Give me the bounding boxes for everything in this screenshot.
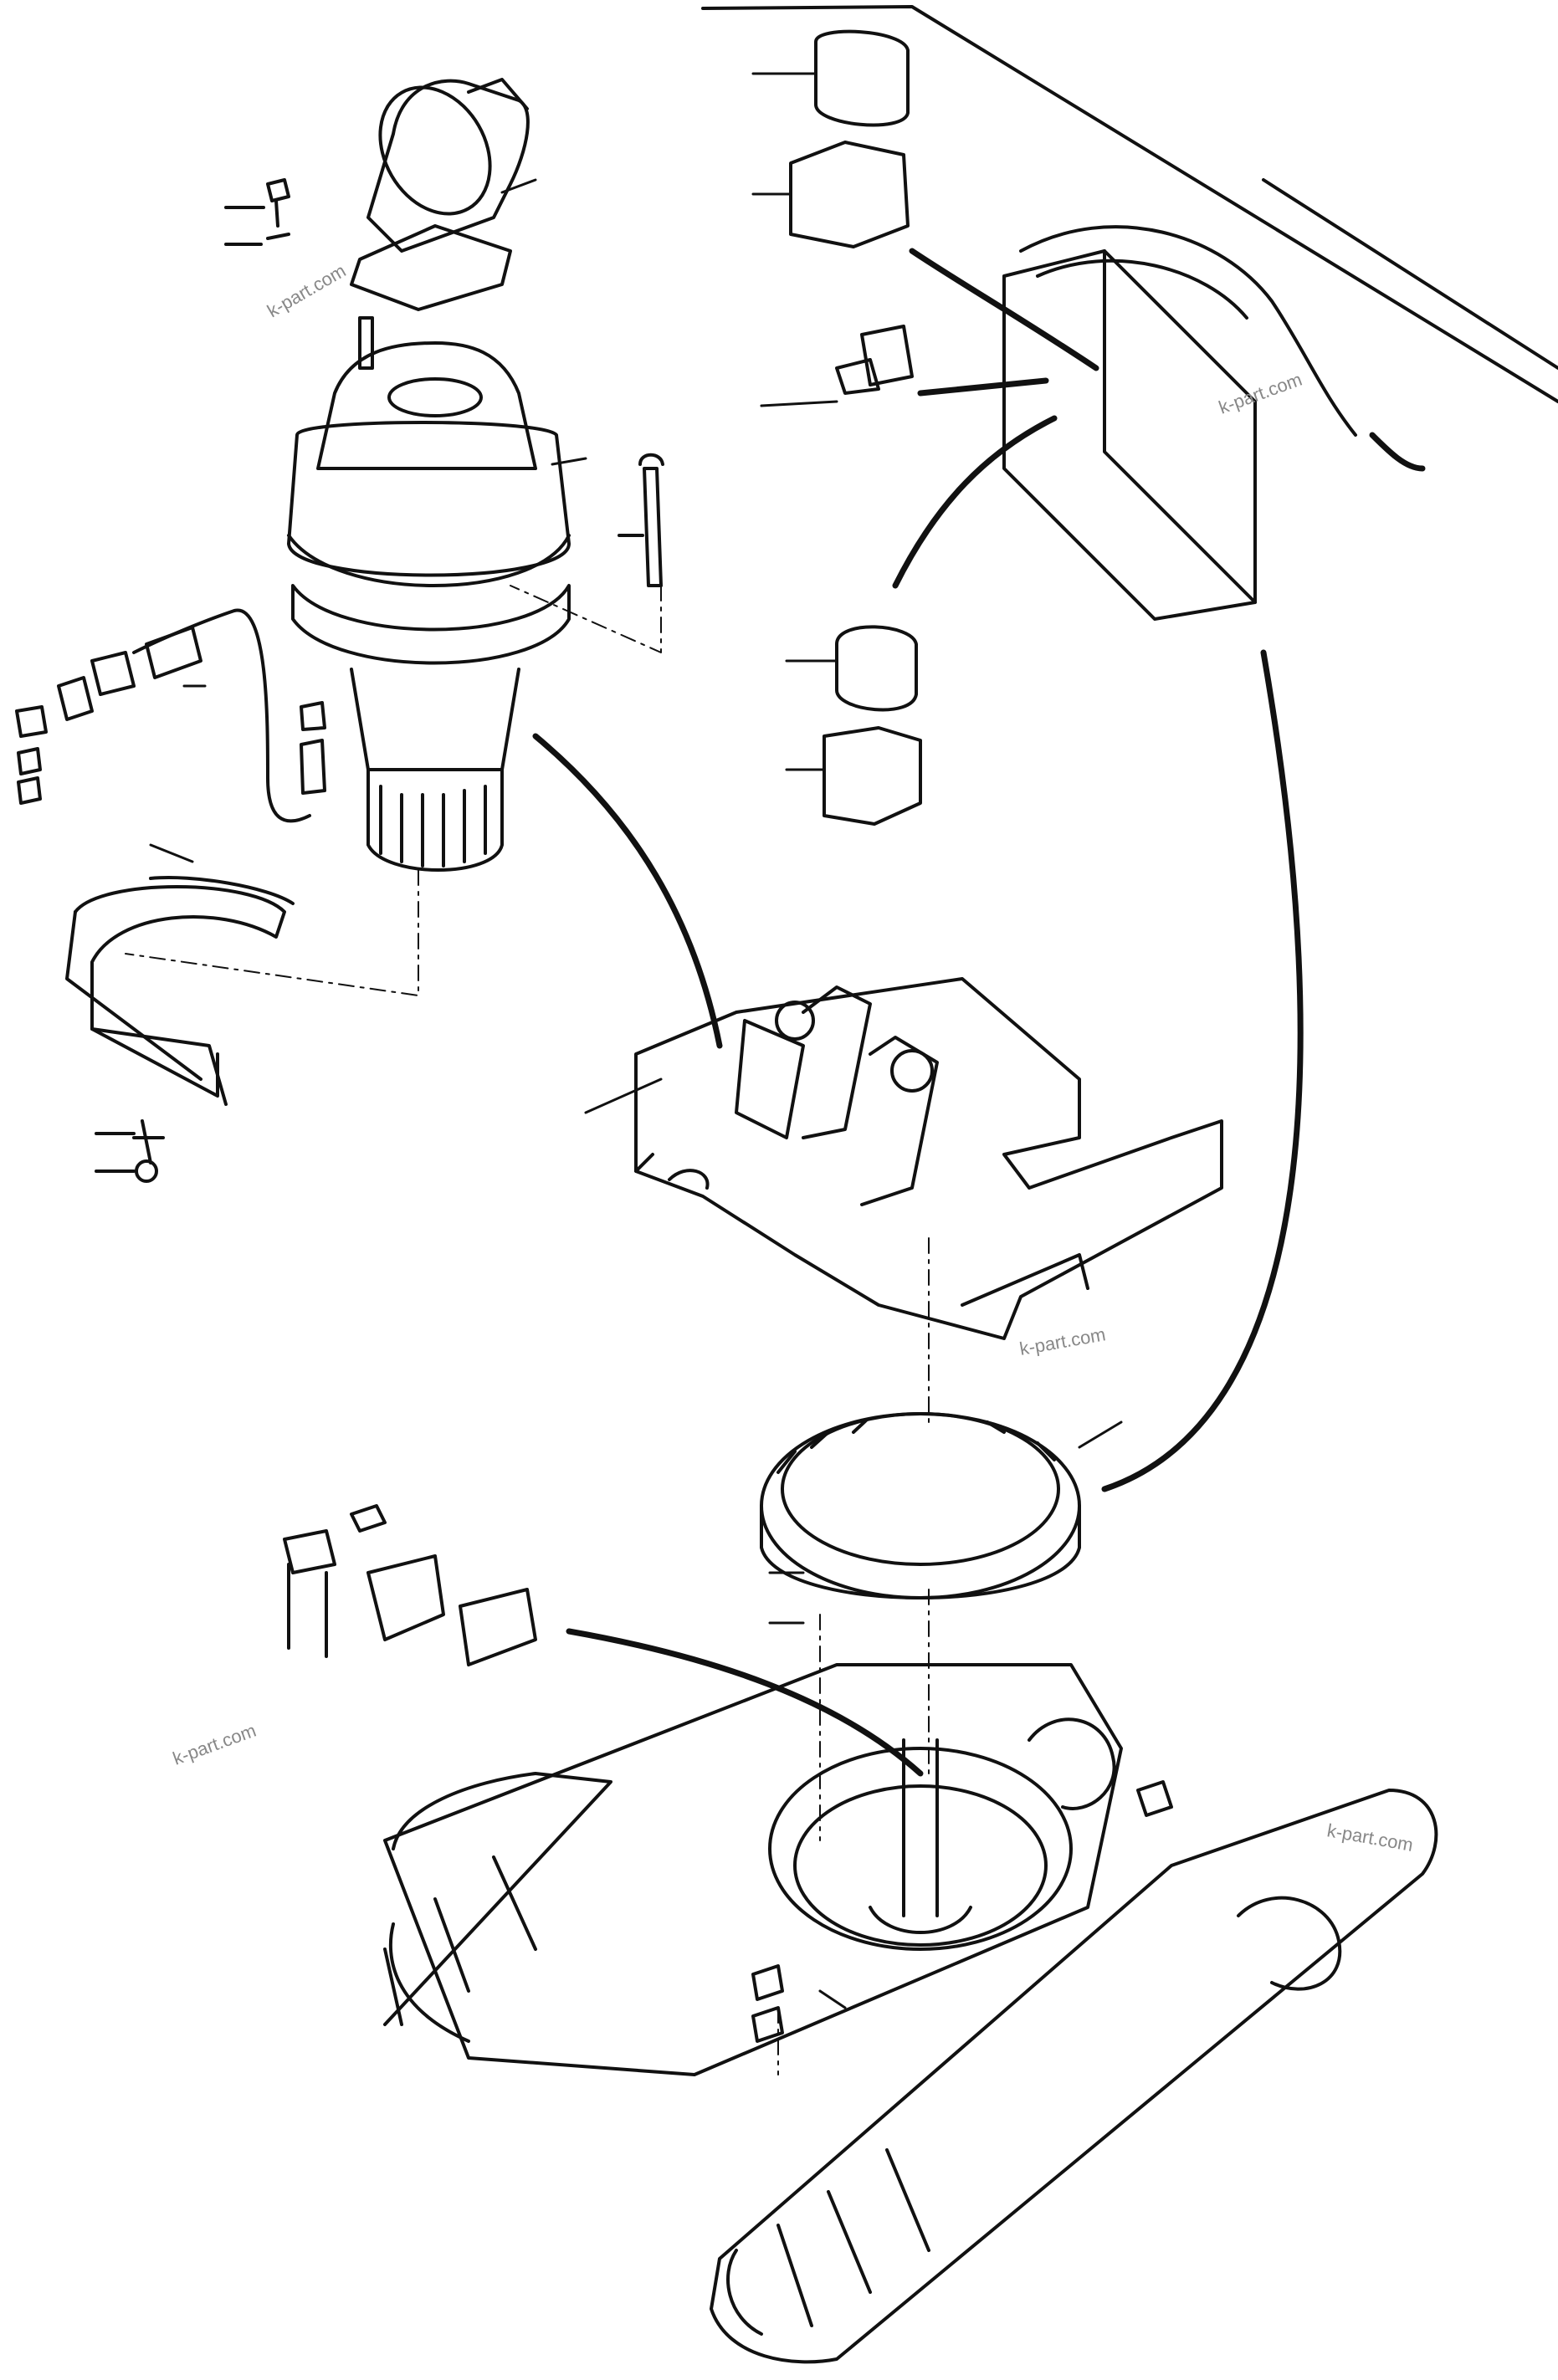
detail-bracket	[283, 1504, 537, 1666]
cover-shield	[65, 876, 295, 1183]
hydraulic-hose	[15, 608, 326, 823]
leader-lines	[149, 72, 1123, 2009]
upper-revolving-frame	[634, 977, 1223, 1340]
watermark-3: k-part.com	[170, 1720, 259, 1769]
watermark-4: k-part.com	[1325, 1820, 1415, 1855]
counterweight-blocks	[789, 29, 1257, 826]
swing-bearing	[760, 1412, 1081, 1599]
upper-frame-outline	[701, 5, 1558, 437]
undercarriage	[383, 1663, 1438, 2364]
direction-arrows	[532, 248, 1426, 1777]
swing-motor	[350, 78, 530, 311]
swing-gearbox	[287, 341, 571, 872]
assembly-centerlines	[125, 585, 930, 2075]
watermark-5: k-part.com	[1018, 1323, 1108, 1359]
watermark-1: k-part.com	[264, 260, 349, 322]
